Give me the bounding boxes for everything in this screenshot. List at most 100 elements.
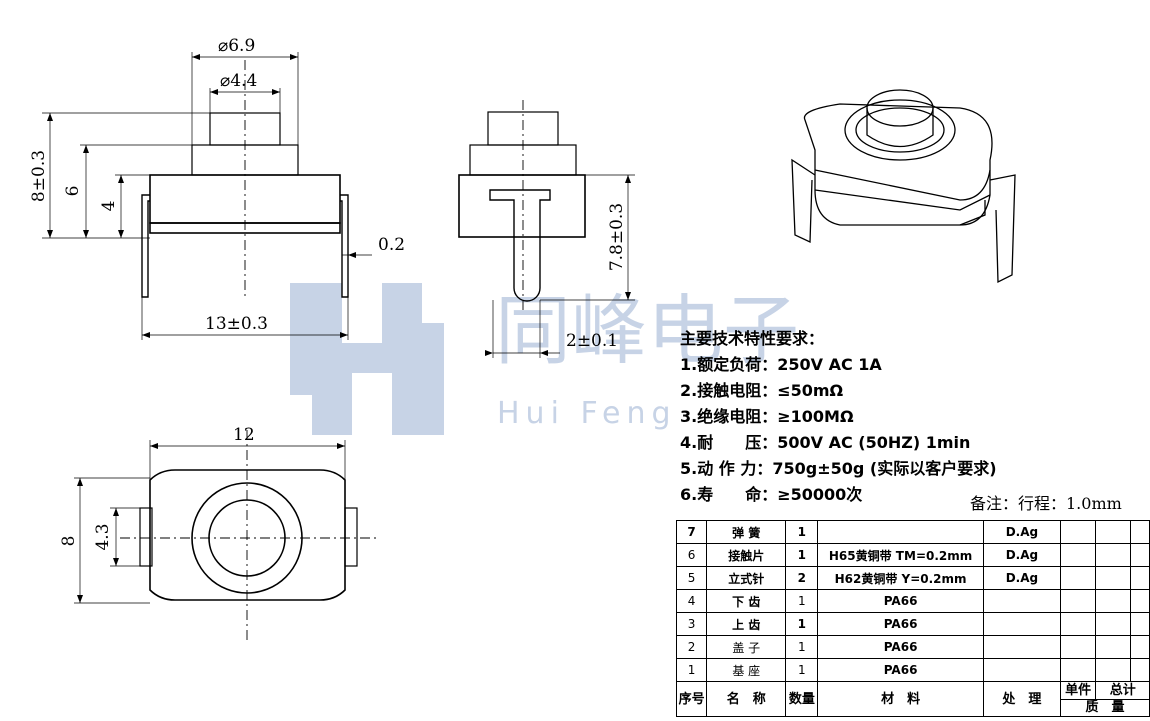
dim-height-6: 6 bbox=[63, 186, 83, 197]
cell-empty bbox=[1095, 520, 1132, 544]
cell-empty bbox=[1059, 566, 1097, 590]
cell-qty: 1 bbox=[785, 635, 819, 659]
cell-qty: 1 bbox=[785, 543, 819, 567]
dim-height-4: 4 bbox=[99, 201, 119, 212]
cell-material: PA66 bbox=[817, 589, 984, 613]
dim-side-pin-len: 7.8±0.3 bbox=[607, 203, 627, 271]
cell-empty bbox=[1059, 612, 1097, 636]
cell-material: PA66 bbox=[817, 635, 984, 659]
cell-name: 弹 簧 bbox=[706, 520, 787, 544]
cell-material: PA66 bbox=[817, 658, 984, 682]
dim-pin-span: 13±0.3 bbox=[205, 314, 268, 334]
side-view bbox=[458, 100, 635, 358]
cell-qty: 2 bbox=[785, 566, 819, 590]
watermark-logo bbox=[290, 283, 444, 435]
table-row: 7 弹 簧 1 D.Ag bbox=[675, 520, 1150, 544]
table-row: 4 下 齿 1 PA66 bbox=[675, 589, 1150, 613]
table-header-row: 序号 名 称 数量 材 料 处 理 单件 总计 bbox=[675, 681, 1150, 717]
spec-item: 6.寿 命：≥50000次 bbox=[680, 485, 863, 504]
header-unit: 单件 bbox=[1059, 681, 1097, 700]
cell-empty bbox=[1130, 658, 1150, 682]
dim-bottom-height: 8 bbox=[59, 536, 79, 547]
cell-no: 2 bbox=[675, 635, 708, 659]
cell-empty bbox=[1095, 566, 1132, 590]
cell-empty bbox=[1095, 658, 1132, 682]
dim-top-outer-dia: ⌀6.9 bbox=[218, 36, 255, 56]
cell-empty bbox=[1095, 543, 1132, 567]
cell-empty bbox=[1059, 635, 1097, 659]
cell-treat bbox=[982, 635, 1061, 659]
cell-empty bbox=[1130, 589, 1150, 613]
watermark-en: Hui Feng bbox=[497, 396, 677, 431]
dimension-labels: ⌀6.9 ⌀4.4 8±0.3 6 4 0.2 13±0.3 7.8±0.3 2… bbox=[29, 36, 627, 551]
cell-material: H62黄铜带 Y=0.2mm bbox=[817, 566, 984, 590]
cell-empty bbox=[1095, 635, 1132, 659]
table-header-row: 质 量 bbox=[677, 698, 1150, 717]
cell-empty bbox=[1059, 520, 1097, 544]
cell-empty bbox=[1130, 520, 1150, 544]
cell-treat bbox=[982, 589, 1061, 613]
cell-empty bbox=[1130, 635, 1150, 659]
cell-no: 5 bbox=[675, 566, 708, 590]
cell-name: 基 座 bbox=[706, 658, 787, 682]
header-treat: 处 理 bbox=[982, 681, 1061, 717]
cell-empty bbox=[1130, 566, 1150, 590]
cell-qty: 1 bbox=[785, 612, 819, 636]
tech-specs: 主要技术特性要求： 1.额定负荷：250V AC 1A 2.接触电阻：≤50mΩ… bbox=[680, 326, 997, 508]
dim-bottom-inner: 4.3 bbox=[93, 523, 113, 550]
spec-item: 2.接触电阻：≤50mΩ bbox=[680, 381, 844, 400]
cell-material bbox=[817, 520, 984, 544]
cell-empty bbox=[1059, 543, 1097, 567]
cell-treat bbox=[982, 658, 1061, 682]
dimension-arrows bbox=[47, 54, 631, 603]
cell-treat bbox=[982, 612, 1061, 636]
cell-name: 立式针 bbox=[706, 566, 787, 590]
cell-qty: 1 bbox=[785, 658, 819, 682]
header-total: 总计 bbox=[1095, 681, 1150, 700]
dim-top-inner-dia: ⌀4.4 bbox=[220, 71, 257, 91]
cell-no: 6 bbox=[675, 543, 708, 567]
cell-treat: D.Ag bbox=[982, 543, 1061, 567]
cell-material: PA66 bbox=[817, 612, 984, 636]
table-row: 2 盖 子 1 PA66 bbox=[675, 635, 1150, 659]
cell-qty: 1 bbox=[785, 589, 819, 613]
cell-no: 3 bbox=[675, 612, 708, 636]
table-row: 1 基 座 1 PA66 bbox=[675, 658, 1150, 682]
remark-note: 备注：行程：1.0mm bbox=[970, 494, 1122, 513]
spec-item: 1.额定负荷：250V AC 1A bbox=[680, 355, 882, 374]
cell-empty bbox=[1130, 612, 1150, 636]
cell-no: 1 bbox=[675, 658, 708, 682]
cell-no: 7 bbox=[675, 520, 708, 544]
cell-name: 盖 子 bbox=[706, 635, 787, 659]
cell-name: 上 齿 bbox=[706, 612, 787, 636]
cell-name: 接触片 bbox=[706, 543, 787, 567]
cell-empty bbox=[1059, 658, 1097, 682]
watermark-cn: 同峰电子 bbox=[495, 286, 799, 375]
header-material: 材 料 bbox=[817, 681, 984, 717]
spec-item: 5.动 作 力：750g±50g (实际以客户要求) bbox=[680, 459, 997, 478]
header-mass: 质 量 bbox=[1059, 698, 1150, 717]
table-row: 5 立式针 2 H62黄铜带 Y=0.2mm D.Ag bbox=[675, 566, 1150, 590]
bottom-view bbox=[74, 430, 380, 640]
cell-empty bbox=[1059, 589, 1097, 613]
spec-item: 3.绝缘电阻：≥100MΩ bbox=[680, 407, 854, 426]
cell-treat: D.Ag bbox=[982, 520, 1061, 544]
dim-side-pin-width: 2±0.1 bbox=[566, 331, 618, 351]
isometric-view bbox=[791, 89, 1016, 284]
table-row: 6 接触片 1 H65黄铜带 TM=0.2mm D.Ag bbox=[675, 543, 1150, 567]
cell-treat: D.Ag bbox=[982, 566, 1061, 590]
cell-name: 下 齿 bbox=[706, 589, 787, 613]
cell-qty: 1 bbox=[785, 520, 819, 544]
cell-empty bbox=[1130, 543, 1150, 567]
cell-empty bbox=[1095, 589, 1132, 613]
dim-pin-thickness: 0.2 bbox=[378, 235, 405, 255]
header-no: 序号 bbox=[675, 681, 708, 717]
cell-empty bbox=[1095, 612, 1132, 636]
cell-no: 4 bbox=[675, 589, 708, 613]
spec-item: 4.耐 压：500V AC (50HZ) 1min bbox=[680, 433, 971, 452]
table-row: 3 上 齿 1 PA66 bbox=[675, 612, 1150, 636]
bom-table: 7 弹 簧 1 D.Ag 6 接触片 1 H65黄铜带 TM=0.2mm D.A… bbox=[675, 520, 1150, 717]
dim-bottom-width: 12 bbox=[233, 425, 255, 445]
front-view bbox=[42, 52, 372, 340]
